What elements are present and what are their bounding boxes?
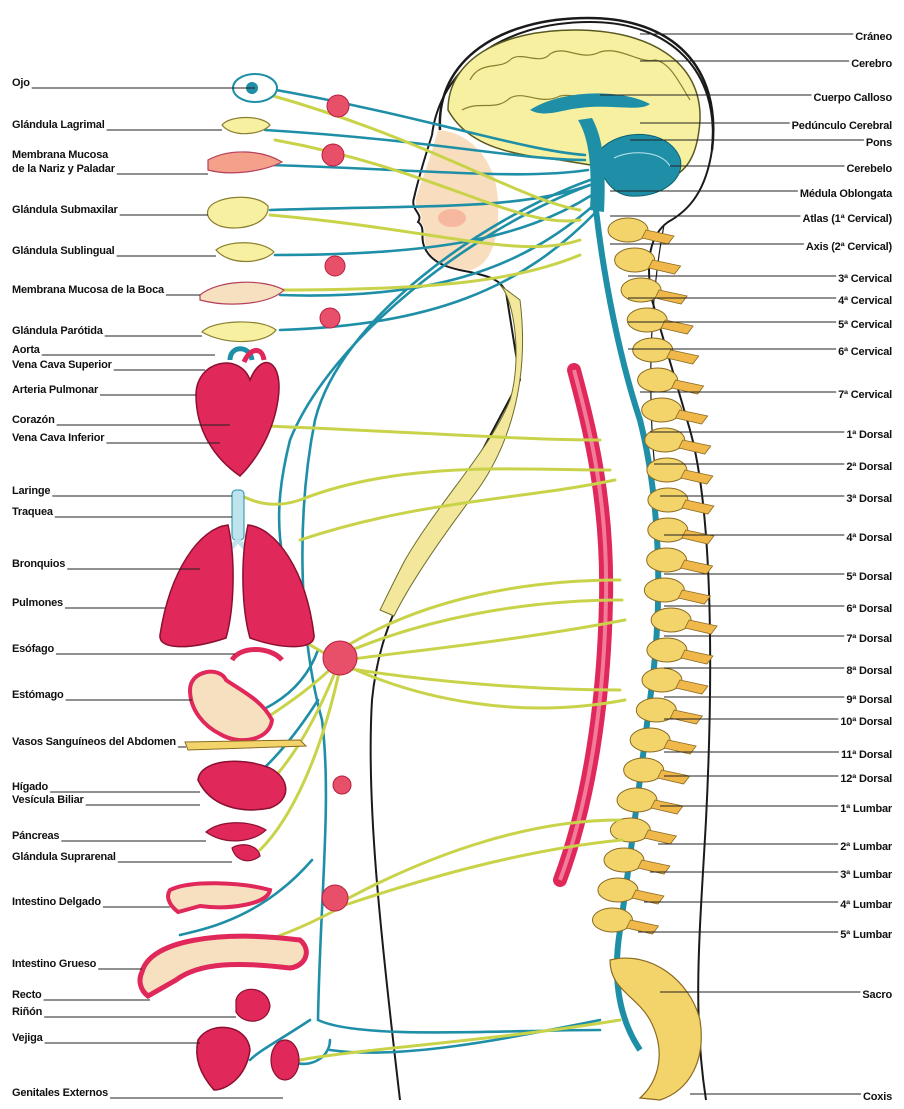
left-label: Riñón [12, 1006, 43, 1018]
spinous-process [649, 260, 681, 274]
right-label: Sacro [862, 989, 892, 1001]
left-label: Glándula Suprarenal [12, 851, 116, 863]
spinous-process [679, 440, 711, 454]
abdominal-vessels-organ [185, 740, 306, 750]
right-label: 3ª Lumbar [840, 869, 893, 881]
right-label: 8ª Dorsal [846, 665, 892, 677]
spinous-process [658, 770, 690, 784]
right-label: 6ª Cervical [838, 346, 892, 358]
right-label: 1ª Dorsal [846, 429, 892, 441]
right-label: 9ª Dorsal [846, 694, 892, 706]
spinous-process [676, 680, 708, 694]
kidney-organ [236, 989, 270, 1021]
left-label: Hígado [12, 781, 49, 793]
left-label: Aorta [12, 344, 41, 356]
submaxillary-gland-organ [208, 197, 269, 228]
left-label: Páncreas [12, 830, 59, 842]
left-label: Bronquios [12, 558, 65, 570]
spinous-process [681, 470, 713, 484]
left-label: Vasos Sanguíneos del Abdomen [12, 736, 176, 748]
spinous-process [644, 830, 676, 844]
left-label: Traquea [12, 506, 54, 518]
left-label: Laringe [12, 485, 50, 497]
stomach-organ [190, 672, 272, 740]
lacrimal-gland-organ [222, 118, 270, 134]
right-label: 7ª Cervical [838, 389, 892, 401]
parotid-gland-organ [202, 322, 276, 342]
left-label: Estómago [12, 689, 64, 701]
right-label: Pons [866, 137, 892, 149]
left-label: Pulmones [12, 597, 63, 609]
spinous-process [682, 530, 714, 544]
mouth-mucosa-organ [200, 282, 284, 304]
spine-illustration [560, 210, 717, 1100]
left-label: Intestino Grueso [12, 958, 97, 970]
right-label: Médula Oblongata [800, 188, 893, 200]
liver-organ [198, 761, 286, 810]
left-label: Glándula Lagrimal [12, 119, 105, 131]
right-label: Cerebro [851, 58, 892, 70]
right-label: 4ª Dorsal [846, 532, 892, 544]
spinous-process [678, 590, 710, 604]
spinous-process [682, 500, 714, 514]
right-label: 2ª Lumbar [840, 841, 893, 853]
left-label: Intestino Delgado [12, 896, 101, 908]
right-label: 3ª Dorsal [846, 493, 892, 505]
spinous-process [670, 710, 702, 724]
left-label: Vena Cava Superior [12, 359, 113, 371]
right-label: 3ª Cervical [838, 273, 892, 285]
right-label: Cuerpo Calloso [814, 92, 893, 104]
left-label: Glándula Sublingual [12, 245, 115, 257]
right-label: Axis (2ª Cervical) [806, 241, 893, 253]
left-label: Glándula Submaxilar [12, 204, 119, 216]
left-label: Membrana Mucosa de la Boca [12, 284, 165, 296]
left-label: Ojo [12, 77, 30, 89]
large-intestine-organ [140, 936, 306, 996]
left-label: Glándula Parótida [12, 325, 104, 337]
right-label: 5ª Dorsal [846, 571, 892, 583]
right-label: Atlas (1ª Cervical) [802, 213, 892, 225]
spinous-process [651, 800, 683, 814]
right-label: Cráneo [855, 31, 892, 43]
right-label: 1ª Lumbar [840, 803, 893, 815]
right-label: 6ª Dorsal [846, 603, 892, 615]
left-label: Vena Cava Inferior [12, 432, 105, 444]
bladder-organ [197, 1027, 250, 1090]
spinous-process [655, 290, 687, 304]
spinous-process [685, 620, 717, 634]
right-label: 7ª Dorsal [846, 633, 892, 645]
right-label: 12ª Dorsal [840, 773, 892, 785]
pancreas-organ [206, 823, 266, 841]
right-label: Coxis [863, 1091, 892, 1103]
left-label: de la Nariz y Paladar [12, 163, 116, 175]
right-label: 4ª Cervical [838, 295, 892, 307]
spinous-process [667, 350, 699, 364]
heart-organ [196, 349, 279, 476]
esophagus-organ [232, 650, 282, 661]
left-label: Membrana Mucosa [12, 149, 109, 161]
left-label: Recto [12, 989, 42, 1001]
left-label: Genitales Externos [12, 1087, 108, 1099]
nasal-mucosa-organ [208, 152, 282, 173]
left-label: Vejiga [12, 1032, 44, 1044]
sublingual-gland-organ [216, 243, 274, 262]
organs-illustration [140, 74, 314, 1090]
adrenal-gland-organ [232, 845, 260, 861]
spinous-process [681, 650, 713, 664]
right-label: 5ª Lumbar [840, 929, 893, 941]
right-label: Pedúnculo Cerebral [792, 120, 892, 132]
left-label: Vesícula Biliar [12, 794, 85, 806]
spinous-process [676, 410, 708, 424]
right-label: 10ª Dorsal [840, 716, 892, 728]
right-label: 5ª Cervical [838, 319, 892, 331]
right-label: 4ª Lumbar [840, 899, 893, 911]
left-label: Esófago [12, 643, 54, 655]
left-label: Corazón [12, 414, 55, 426]
right-label: Cerebelo [847, 163, 893, 175]
right-label: 11ª Dorsal [841, 749, 892, 761]
right-label: 2ª Dorsal [846, 461, 892, 473]
genitals-organ [271, 1040, 299, 1080]
left-label: Arteria Pulmonar [12, 384, 99, 396]
